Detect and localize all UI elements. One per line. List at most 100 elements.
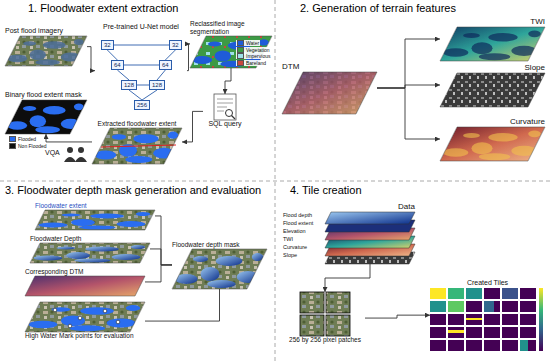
image-caption: Binary flood extent mask xyxy=(5,91,87,100)
image-panel: Floodwater depth mask xyxy=(172,241,267,289)
layer-box: 256 xyxy=(134,100,150,110)
connector xyxy=(137,85,149,86)
channel-count: 32 xyxy=(172,41,179,49)
image-panel: Post flood imagery xyxy=(5,27,87,66)
image-area xyxy=(282,72,377,114)
image-caption: Floodwater Depth xyxy=(30,235,150,243)
legend-item: Impervious xyxy=(236,53,271,59)
image-panel: Corresponding DTM xyxy=(25,268,145,296)
layer-name: Flood depth xyxy=(283,212,312,219)
image-caption: TWI xyxy=(440,17,545,27)
layer-box: 128 xyxy=(121,80,137,90)
image-panel: Binary flood extent mask xyxy=(5,91,87,134)
legend-item: Vegetation xyxy=(236,47,271,53)
image-caption: Slope xyxy=(440,63,545,73)
image-area xyxy=(25,302,145,332)
extracted-extent-image xyxy=(92,128,182,164)
image-area xyxy=(440,127,545,161)
image-caption: Pre-trained U-Net model xyxy=(95,23,187,32)
image-panel: TWI xyxy=(440,17,545,61)
channel-count: 256 xyxy=(137,101,147,109)
connector xyxy=(107,50,117,60)
connector xyxy=(117,70,129,80)
image-panel: High Water Mark points for evaluation xyxy=(25,302,145,340)
channel-count: 32 xyxy=(104,41,111,49)
connector xyxy=(145,289,220,321)
dtm-image xyxy=(25,276,145,296)
connector xyxy=(225,68,231,94)
data-layer-stack xyxy=(325,212,415,264)
connector xyxy=(142,90,157,100)
method-label: VQA xyxy=(45,149,60,157)
panel-region: 1. Floodwater extent extractionPost floo… xyxy=(0,0,275,181)
layer-box: 32 xyxy=(101,40,114,50)
legend-swatch xyxy=(237,53,244,59)
image-area xyxy=(440,73,545,107)
channel-count: 128 xyxy=(152,81,162,89)
patch-grid xyxy=(300,292,350,336)
legend-swatch xyxy=(9,143,16,149)
channel-count: 64 xyxy=(114,61,121,69)
layer-name: Flood extent xyxy=(283,220,313,227)
image-caption: Post flood imagery xyxy=(5,27,87,36)
legend-item: Flooded xyxy=(8,136,37,142)
image-area xyxy=(5,36,87,66)
image-area xyxy=(5,100,87,134)
legend-swatch xyxy=(237,47,244,53)
binary-mask-image xyxy=(5,100,87,134)
legend-text: Flooded xyxy=(18,136,36,142)
image-area xyxy=(30,243,150,263)
layer-name: Curvature xyxy=(283,244,307,251)
post-flood-image xyxy=(5,36,87,66)
connector xyxy=(145,265,172,282)
image-panel: Created Tiles xyxy=(430,279,545,351)
image-area xyxy=(430,288,545,351)
image-caption: Corresponding DTM xyxy=(25,268,145,276)
layer-name: TWI xyxy=(283,236,293,243)
layer-box: 32 xyxy=(169,40,182,50)
image-caption: Reclassified image segmentation xyxy=(190,20,272,36)
image-panel: Data xyxy=(325,202,415,264)
image-area xyxy=(92,128,182,164)
channel-count: 128 xyxy=(124,81,134,89)
image-caption: Floodwater depth mask xyxy=(172,241,267,249)
legend-item: Bareland xyxy=(236,60,267,66)
image-panel: SQL query xyxy=(203,94,247,129)
sql-document-icon xyxy=(214,94,236,120)
panel-region: 2. Generation of terrain featuresDTMTWIS… xyxy=(275,0,550,181)
image-caption: SQL query xyxy=(203,120,247,129)
panel-title: 1. Floodwater extent extraction xyxy=(0,0,178,15)
image-area xyxy=(172,249,267,289)
connector xyxy=(187,44,190,71)
panel-title: 2. Generation of terrain features xyxy=(275,0,456,15)
legend-item: Water xyxy=(236,40,260,46)
image-area xyxy=(212,94,238,120)
image-caption: Data xyxy=(325,202,415,212)
image-panel: Floodwater extent xyxy=(35,202,155,230)
legend-text: Water xyxy=(246,40,259,46)
slope-image xyxy=(440,73,545,107)
connector xyxy=(165,50,175,60)
image-area xyxy=(440,27,545,61)
image-panel: Extracted floodwater extent xyxy=(92,120,182,164)
image-area xyxy=(325,212,415,264)
segmentation-image xyxy=(190,36,272,68)
connector xyxy=(365,315,430,318)
tile-grid xyxy=(430,288,543,351)
connector xyxy=(377,88,440,139)
image-caption: Extracted floodwater extent xyxy=(92,120,182,128)
image-area: 32 64 128 256 128 64 32 xyxy=(95,32,187,118)
panel-region: 3. Floodwater depth mask generation and … xyxy=(0,181,275,362)
image-caption: High Water Mark points for evaluation xyxy=(25,332,145,340)
image-caption: 256 by 256 pixel patches xyxy=(285,336,365,344)
extent-image xyxy=(35,210,155,230)
legend-text: Vegetation xyxy=(246,47,270,53)
layer-box: 64 xyxy=(159,60,172,70)
legend-text: Impervious xyxy=(246,53,270,59)
image-caption: Created Tiles xyxy=(430,279,545,288)
image-panel: 256 by 256 pixel patches xyxy=(285,292,365,344)
image-panel: Slope xyxy=(440,63,545,107)
